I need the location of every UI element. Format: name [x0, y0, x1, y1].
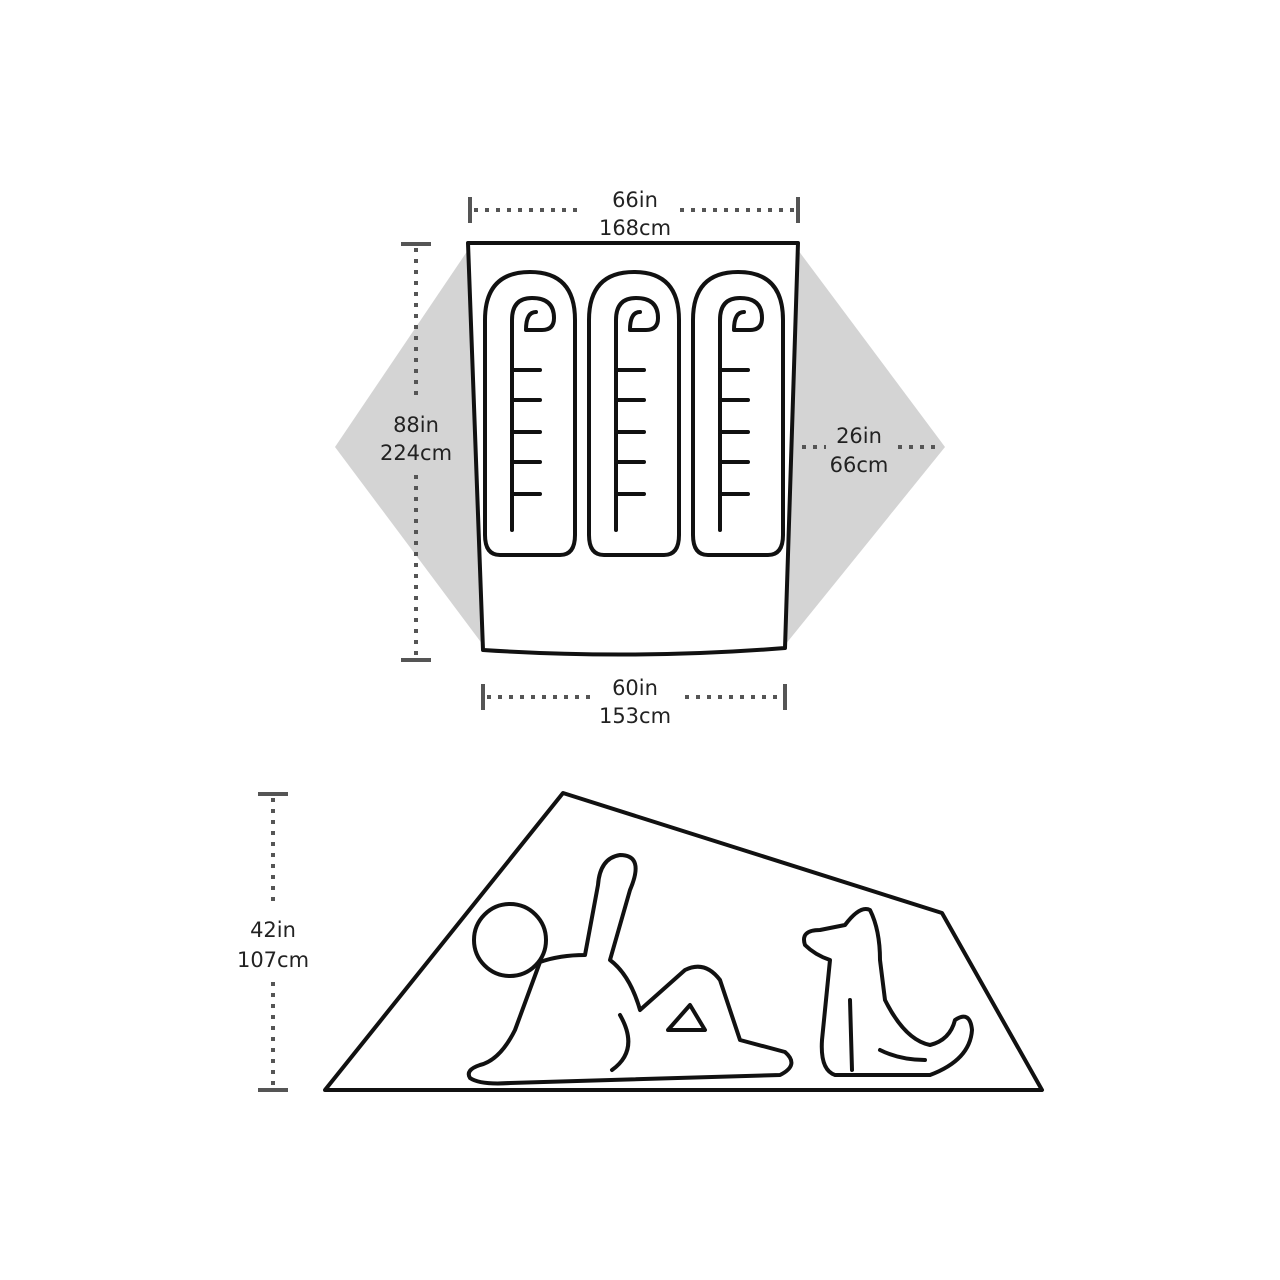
height-dimension: 42in 107cm: [237, 792, 309, 1092]
side-view: 42in 107cm: [237, 791, 1044, 1092]
length-metric: 224cm: [380, 441, 452, 465]
sleeping-bag-icon: [587, 270, 681, 557]
top-width-metric: 168cm: [599, 216, 671, 240]
sleeping-bag-icon: [691, 270, 785, 557]
top-width-imperial: 66in: [612, 188, 658, 212]
left-vestibule: [335, 250, 483, 645]
right-vestibule: [785, 250, 945, 645]
vestibule-metric: 66cm: [830, 453, 889, 477]
person-icon: [466, 853, 794, 1086]
vestibule-imperial: 26in: [836, 424, 882, 448]
bottom-width-dimension: 60in 153cm: [481, 676, 787, 728]
length-imperial: 88in: [393, 413, 439, 437]
top-view: 66in 168cm 88in 224cm 26in 66cm 60in 153…: [335, 188, 945, 728]
vestibule-dimension: 26in 66cm: [802, 424, 940, 477]
sleeping-bag-icon: [483, 270, 577, 557]
bottom-width-imperial: 60in: [612, 676, 658, 700]
top-width-dimension: 66in 168cm: [468, 188, 800, 240]
dog-icon: [802, 907, 974, 1077]
tent-profile: [323, 791, 1044, 1092]
length-dimension: 88in 224cm: [380, 242, 452, 662]
height-metric: 107cm: [237, 948, 309, 972]
height-imperial: 42in: [250, 918, 296, 942]
sleeping-bags: [483, 270, 785, 557]
bottom-width-metric: 153cm: [599, 704, 671, 728]
tent-floor: [466, 241, 800, 657]
